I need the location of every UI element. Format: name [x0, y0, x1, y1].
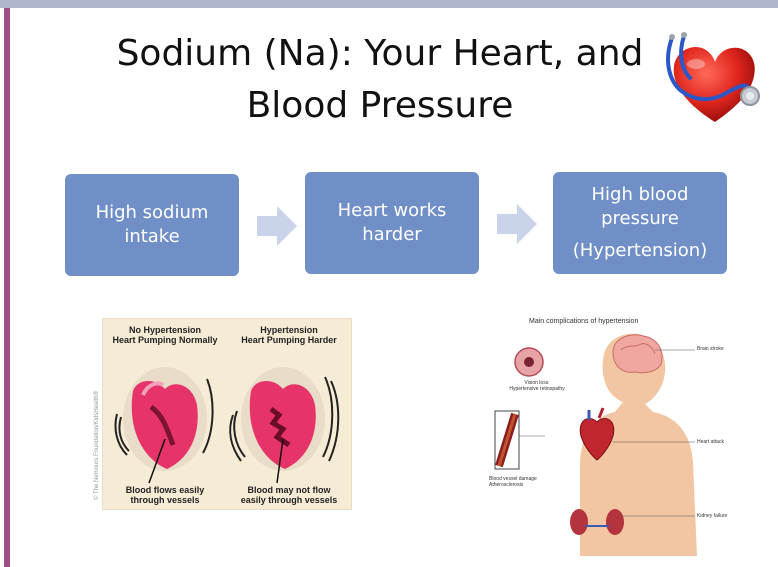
label-brain-stroke: Brain stroke: [697, 346, 757, 352]
hypertension-complications-figure: Main complications of hypertension Brain…: [485, 316, 775, 556]
body-silhouette-illustration: [485, 316, 775, 556]
blood-flows-easily-caption: Blood flows easily through vessels: [109, 485, 221, 505]
blood-flows-easily-caption-line1: Blood flows easily: [109, 485, 221, 495]
arrow-right-icon: [257, 206, 297, 246]
blood-flows-easily-caption-line2: through vessels: [109, 495, 221, 505]
label-vision-loss-line2: Hypertensive retinopathy: [507, 386, 567, 392]
label-kidney-failure: Kidney failure: [697, 513, 757, 519]
flow-box-high-blood-pressure-line3: (Hypertension): [573, 239, 707, 263]
slide-title: Sodium (Na): Your Heart, and Blood Press…: [90, 28, 670, 132]
label-vision-loss: Vision loss: Hypertensive retinopathy: [507, 380, 567, 392]
flow-box-heart-works-harder-line2: harder: [338, 223, 447, 247]
flow-box-high-sodium-line2: intake: [96, 225, 209, 249]
flow-box-high-sodium-line1: High sodium: [96, 201, 209, 225]
heart-comparison-figure: No Hypertension Heart Pumping Normally H…: [102, 318, 352, 510]
hypertension-heading: Hypertension Heart Pumping Harder: [231, 325, 347, 345]
flow-box-high-blood-pressure: High blood pressure (Hypertension): [553, 172, 727, 274]
label-heart-attack: Heart attack: [697, 439, 757, 445]
slide-title-line1: Sodium (Na): Your Heart, and: [90, 28, 670, 80]
copyright-notice: © The Nemours Foundation/KidsHealth®: [94, 390, 100, 500]
hypertension-heading-line1: Hypertension: [231, 325, 347, 335]
label-blood-vessel-damage-line2: Atherosclerosis: [489, 482, 549, 488]
complications-title: Main complications of hypertension: [529, 318, 689, 326]
no-hypertension-heading: No Hypertension Heart Pumping Normally: [109, 325, 221, 345]
heart-stethoscope-icon: [660, 30, 770, 130]
flow-box-heart-works-harder-line1: Heart works: [338, 199, 447, 223]
arrow-right-icon: [497, 204, 537, 244]
window-top-bar: [0, 0, 778, 8]
flow-box-high-blood-pressure-line2: pressure: [573, 207, 707, 231]
blood-may-not-flow-caption: Blood may not flow easily through vessel…: [231, 485, 347, 505]
label-blood-vessel-damage: Blood vessel damage Atherosclerosis: [489, 476, 549, 488]
no-hypertension-heading-line2: Heart Pumping Normally: [109, 335, 221, 345]
flow-box-heart-works-harder: Heart works harder: [305, 172, 479, 274]
flow-box-high-blood-pressure-line1: High blood: [573, 183, 707, 207]
heart-comparison-illustration: [103, 319, 351, 509]
flow-box-high-sodium: High sodium intake: [65, 174, 239, 276]
blood-may-not-flow-caption-line2: easily through vessels: [231, 495, 347, 505]
slide-title-line2: Blood Pressure: [90, 80, 670, 132]
hypertension-heading-line2: Heart Pumping Harder: [231, 335, 347, 345]
blood-may-not-flow-caption-line1: Blood may not flow: [231, 485, 347, 495]
no-hypertension-heading-line1: No Hypertension: [109, 325, 221, 335]
